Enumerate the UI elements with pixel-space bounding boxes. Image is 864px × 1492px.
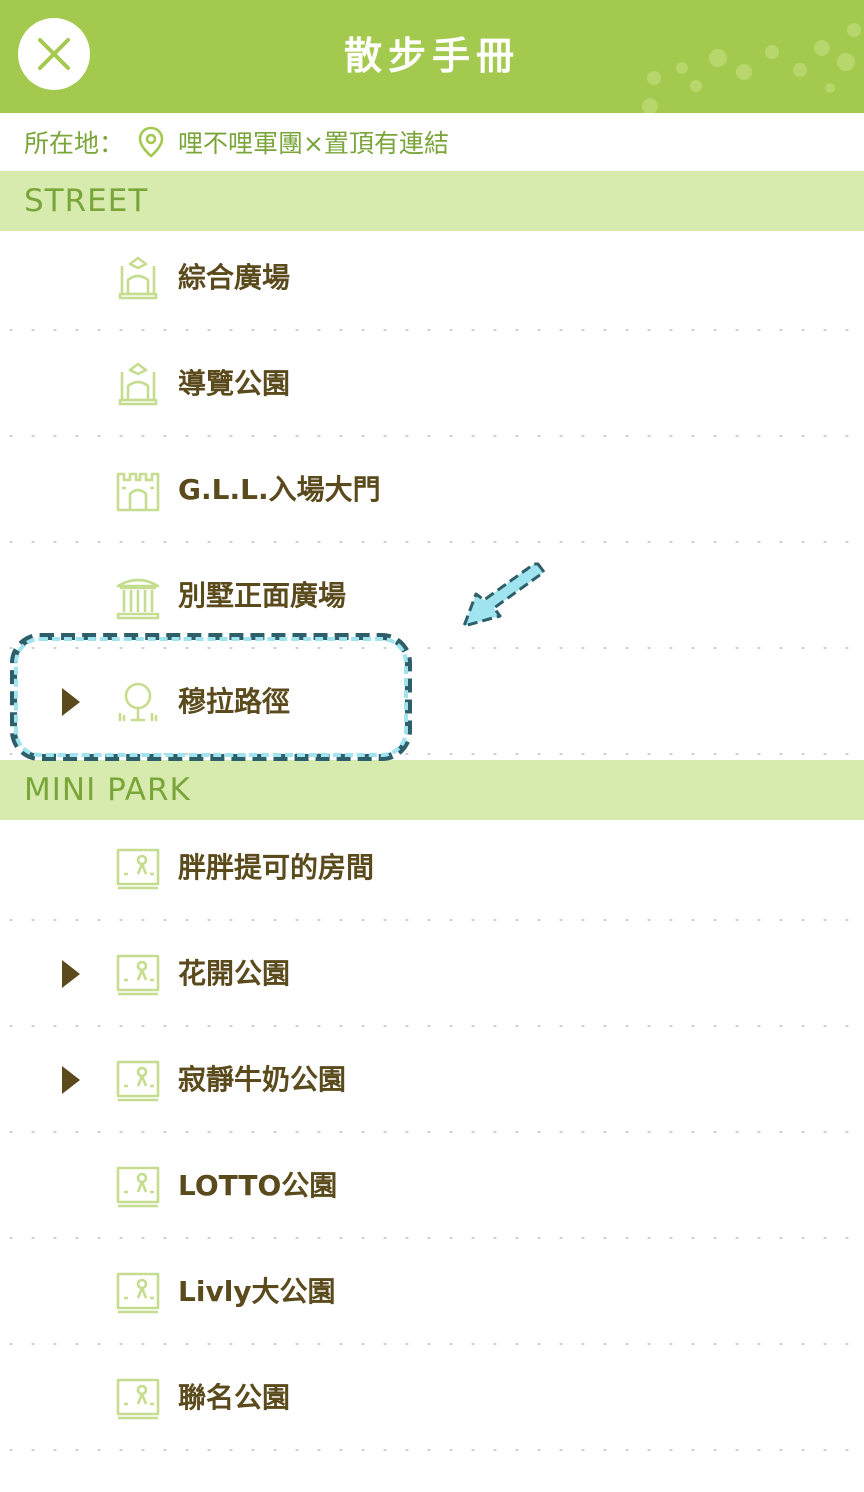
map-pin-icon xyxy=(138,126,164,158)
park-board-icon xyxy=(116,1378,160,1420)
row-divider xyxy=(0,1025,864,1027)
section-header-mini-park: MINI PARK xyxy=(0,760,864,820)
list-item-villa-plaza[interactable]: 別墅正面廣場 xyxy=(0,543,864,649)
page-title: 散步手冊 xyxy=(343,34,520,78)
tree-icon xyxy=(118,682,158,722)
plaza-icon xyxy=(118,362,158,406)
list-item-label: 聯名公園 xyxy=(178,1381,291,1414)
row-divider xyxy=(0,1237,864,1239)
list-item-quiet-milk-park[interactable]: 寂靜牛奶公園 xyxy=(0,1027,864,1133)
row-divider xyxy=(0,541,864,543)
list-item-label: 綜合廣場 xyxy=(178,261,291,294)
list-item-label: LOTTO公園 xyxy=(178,1169,338,1202)
park-board-icon xyxy=(116,1272,160,1314)
row-divider xyxy=(0,1343,864,1345)
list-item-collab-park[interactable]: 聯名公園 xyxy=(0,1345,864,1451)
row-divider xyxy=(0,1449,864,1451)
list-item-label: G.L.L.入場大門 xyxy=(178,473,381,506)
plaza-icon xyxy=(118,256,158,300)
list-item-label: 寂靜牛奶公園 xyxy=(178,1063,347,1096)
list-item-gll-gate[interactable]: G.L.L.入場大門 xyxy=(0,437,864,543)
row-divider xyxy=(0,753,864,755)
park-board-icon xyxy=(116,954,160,996)
list-item-guide-park[interactable]: 導覽公園 xyxy=(0,331,864,437)
park-board-icon xyxy=(116,848,160,890)
row-divider xyxy=(0,329,864,331)
list-item-label: 穆拉路徑 xyxy=(178,685,291,718)
park-board-icon xyxy=(116,1060,160,1102)
list-item-label: 別墅正面廣場 xyxy=(178,579,347,612)
list-item-label: 導覽公園 xyxy=(178,367,291,400)
dots-decoration xyxy=(642,23,861,113)
park-board-icon xyxy=(116,1166,160,1208)
pointer-arrow-icon xyxy=(462,562,546,628)
row-divider xyxy=(0,435,864,437)
expand-arrow-icon[interactable] xyxy=(62,1066,80,1094)
close-button[interactable] xyxy=(18,18,90,90)
list-item-label: 胖胖提可的房間 xyxy=(178,851,375,884)
list-item-flower-park[interactable]: 花開公園 xyxy=(0,921,864,1027)
list-item-label: Livly大公園 xyxy=(178,1275,336,1308)
row-divider xyxy=(0,647,864,649)
close-icon xyxy=(38,38,70,70)
villa-icon xyxy=(116,578,160,620)
location-label: 所在地： xyxy=(24,129,125,158)
list-item-fat-tico-room[interactable]: 胖胖提可的房間 xyxy=(0,815,864,921)
list-item-lotto-park[interactable]: LOTTO公園 xyxy=(0,1133,864,1239)
section-header-street: STREET xyxy=(0,171,864,231)
expand-arrow-icon[interactable] xyxy=(62,960,80,988)
expand-arrow-icon[interactable] xyxy=(62,688,80,716)
header-bar: 散步手冊 xyxy=(0,0,864,113)
list-item-label: 花開公園 xyxy=(178,957,291,990)
location-value: 哩不哩軍團×置頂有連結 xyxy=(178,129,449,158)
castle-gate-icon xyxy=(116,472,160,512)
list-item-mula-path[interactable]: 穆拉路徑 xyxy=(0,649,864,755)
row-divider xyxy=(0,919,864,921)
row-divider xyxy=(0,1131,864,1133)
list-item-plaza[interactable]: 綜合廣場 xyxy=(0,225,864,331)
list-item-livly-park[interactable]: Livly大公園 xyxy=(0,1239,864,1345)
location-bar: 所在地： 哩不哩軍團×置頂有連結 xyxy=(0,113,864,171)
